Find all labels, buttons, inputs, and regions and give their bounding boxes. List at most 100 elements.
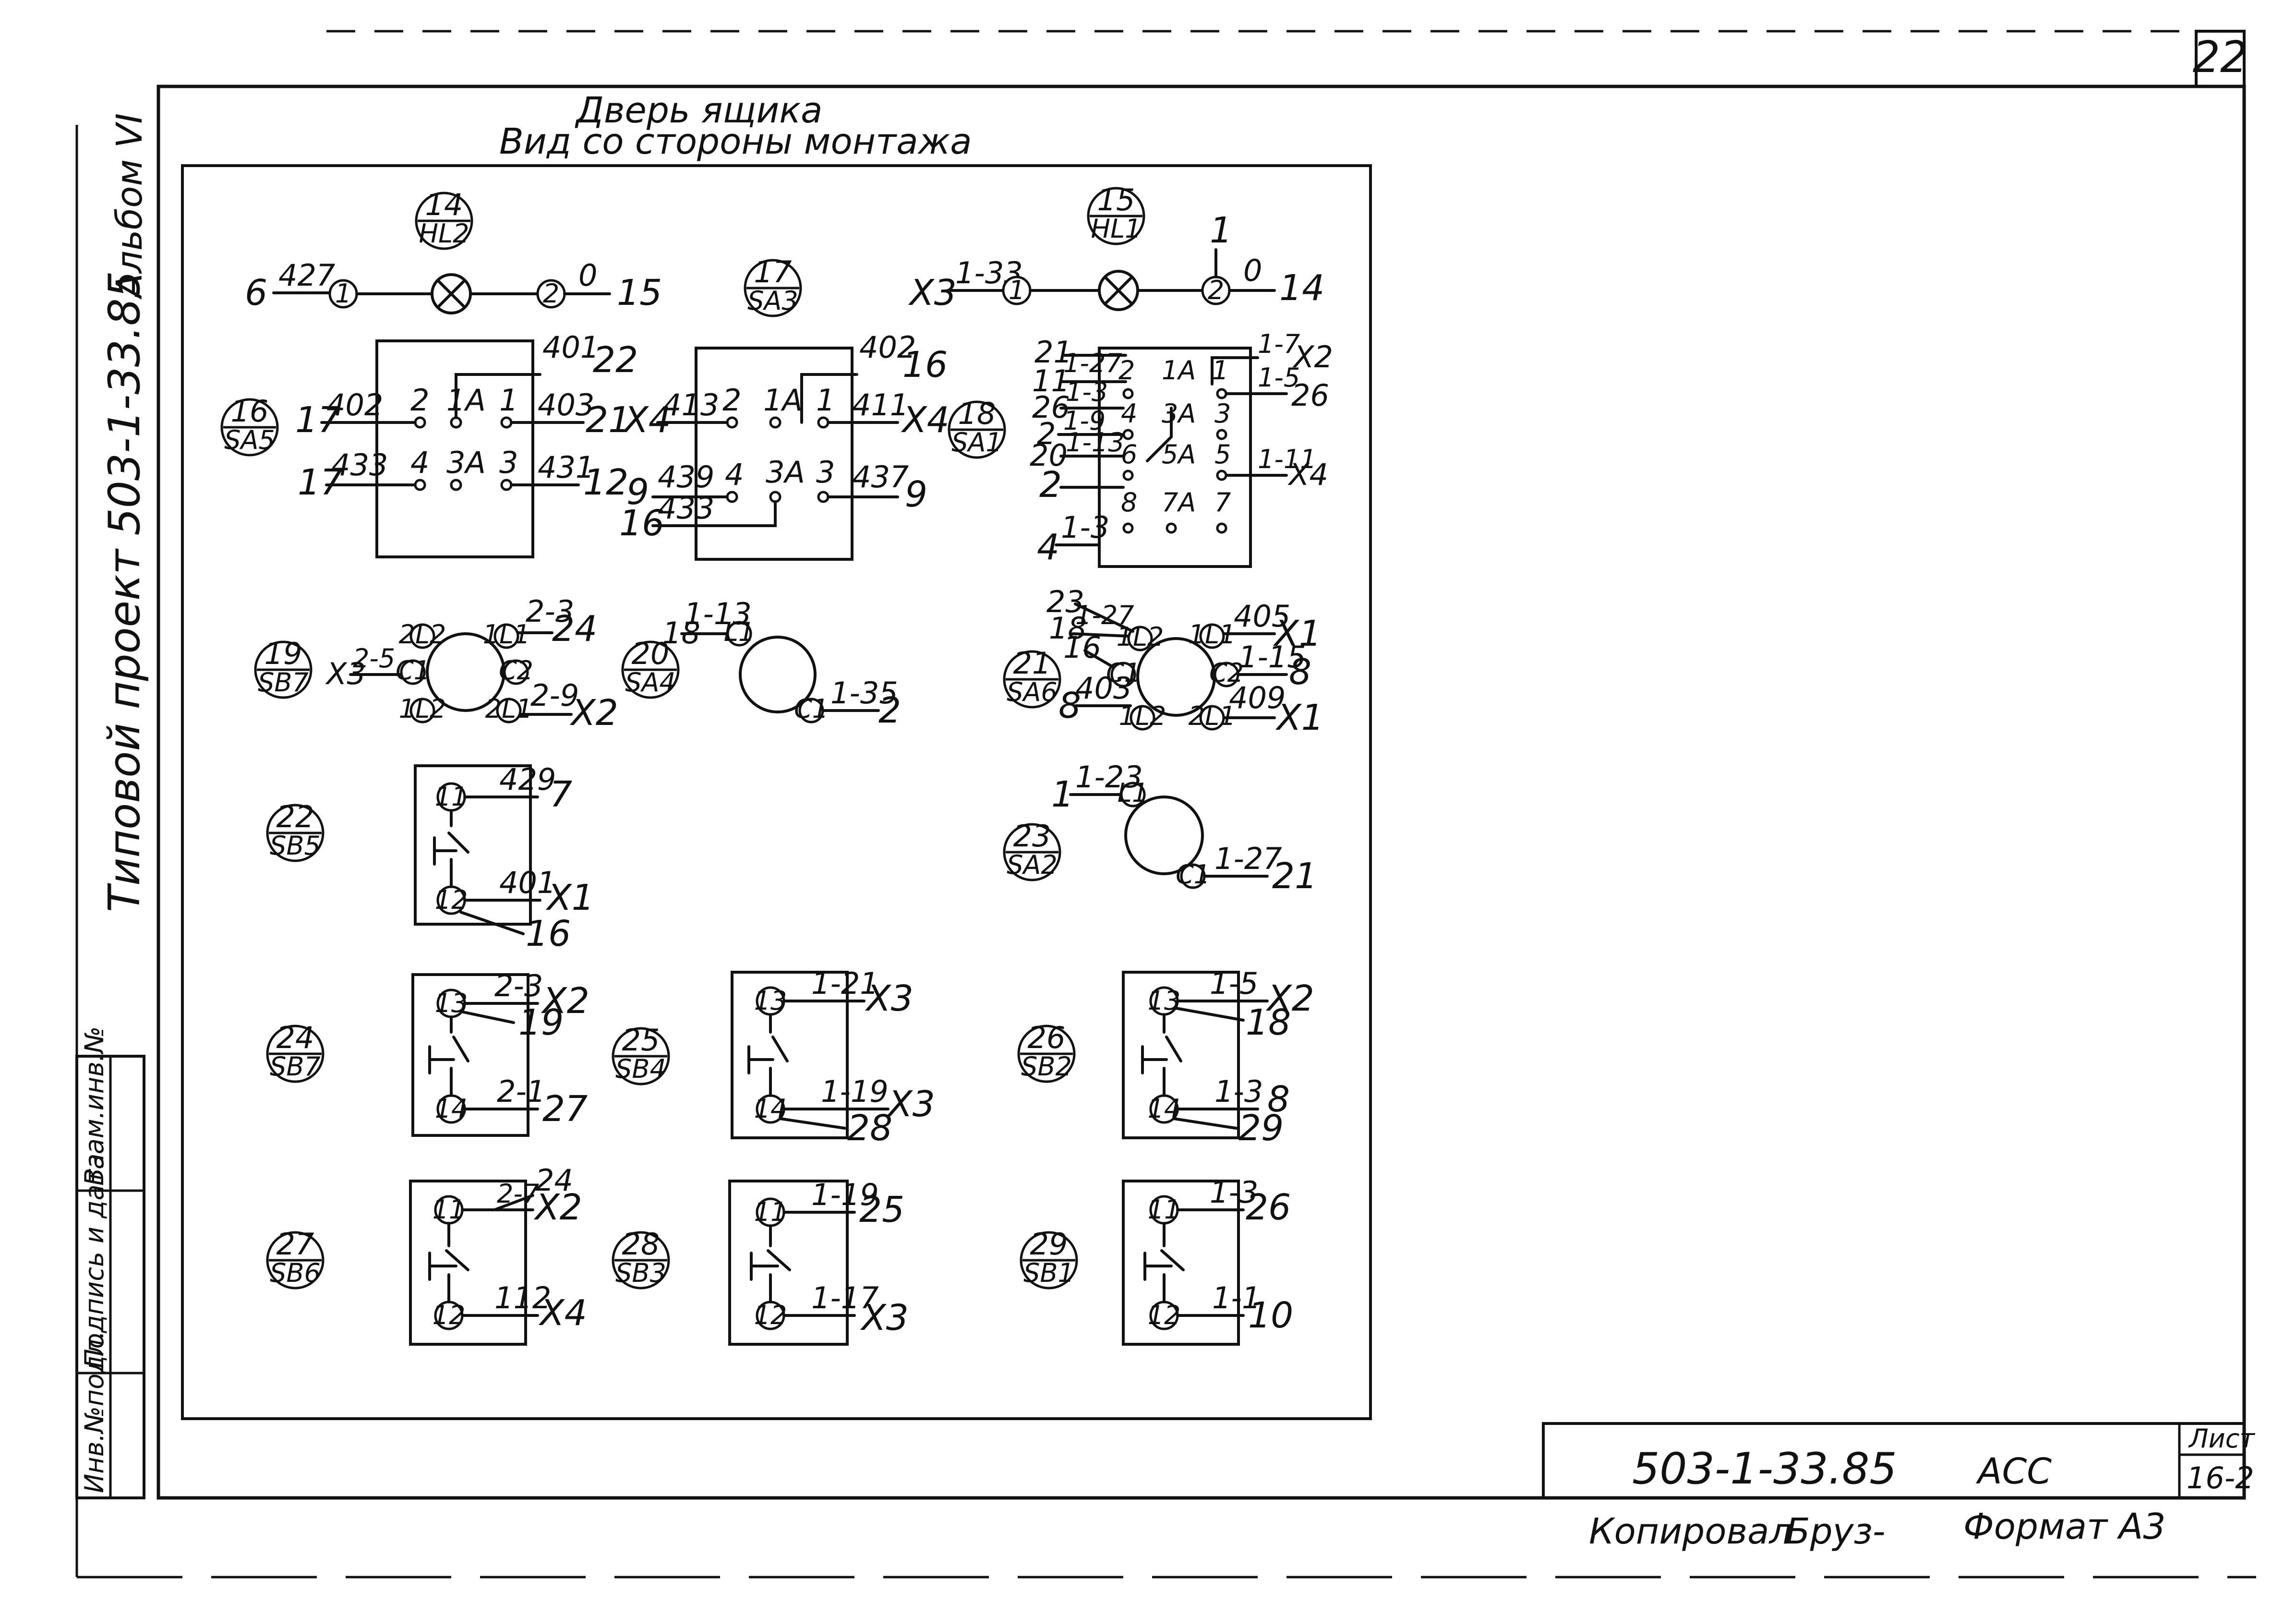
position-number: 21: [1013, 646, 1051, 681]
wire-number: 402: [859, 330, 916, 365]
wire-number: 1-19: [811, 1177, 879, 1212]
terminal-label: 2L1: [1189, 701, 1236, 731]
contact: [1216, 522, 1227, 534]
pushbutton-symbol: [428, 1015, 469, 1097]
terminal-label: C1: [1176, 859, 1210, 890]
contact-number: 3А: [446, 445, 486, 480]
position-number: 24: [276, 1020, 314, 1055]
wire-number: 1-17: [811, 1280, 879, 1315]
wire-end: 12: [583, 462, 628, 503]
wire-number: 2-7: [497, 1179, 539, 1209]
button-body: [728, 1180, 849, 1346]
button-sb2: 26 SB2 13 14 1-5 X2 18 1-3 8 29: [1017, 966, 1314, 1149]
terminal: [400, 659, 426, 685]
position-circle: [254, 640, 313, 699]
terminal: [1110, 662, 1136, 687]
wire-end: X3: [860, 1297, 909, 1339]
wire-number: 1-1: [1212, 1280, 1261, 1315]
position-circle: [266, 1025, 325, 1083]
contact: [1216, 429, 1227, 440]
wire-number: 403: [538, 387, 594, 422]
contact-number: 3А: [1162, 398, 1196, 429]
terminal-label: C1: [1106, 658, 1141, 688]
jumper: [800, 373, 858, 424]
button-body: [411, 973, 529, 1137]
wire-end: 8: [1267, 1079, 1290, 1120]
position-number: 15: [1097, 182, 1135, 217]
sheet-header: Лист: [2188, 1423, 2255, 1454]
stamp-inv-label: Инв.№подл.: [79, 1331, 109, 1493]
contact-number: 7: [1214, 487, 1231, 518]
wire-end: X1: [1273, 613, 1322, 654]
terminal: [496, 698, 522, 724]
wire-number: 427: [278, 258, 335, 293]
copied-label: Копировал: [1589, 1511, 1792, 1552]
position-number: 27: [276, 1227, 314, 1262]
pushbutton-symbol: [750, 1224, 791, 1303]
wire-number: 405: [1234, 599, 1290, 634]
wire-end: X1: [545, 877, 594, 918]
switch-sa3: 17 SA3 2 1А 1 4 3А 3 X4 413 402 16 411 X…: [619, 254, 950, 561]
wire-end: X2: [533, 1187, 582, 1228]
wire-end: 18: [1246, 1002, 1291, 1043]
wire-number: 1-5: [1258, 362, 1300, 393]
contact-number: 7А: [1162, 487, 1196, 518]
wire-end: 7: [550, 774, 572, 815]
wire: [1071, 632, 1130, 638]
wire-number: 401: [499, 865, 556, 900]
wire: [493, 1194, 534, 1211]
device-designator: SA2: [1007, 850, 1058, 880]
terminal-number: 11: [433, 1194, 466, 1225]
wire-end: 23: [1046, 584, 1084, 619]
wire-end: X4: [901, 399, 950, 441]
terminal: [493, 623, 519, 649]
button-sb1: 29 SB1 11 12 1-3 26 1-1 10: [1020, 1175, 1293, 1346]
wire-number: 2-5: [353, 643, 395, 674]
terminal-number: 12: [435, 885, 468, 915]
terminal: [1127, 626, 1153, 651]
wire: [1175, 1007, 1245, 1022]
terminal-number: 13: [754, 986, 787, 1016]
position-number: 23: [1013, 819, 1051, 854]
wire-number: 1-3: [1066, 377, 1108, 407]
jumper: [1211, 356, 1259, 386]
wire-number: 1-3: [1210, 1175, 1258, 1210]
device-designator: SB3: [615, 1258, 666, 1288]
button-body: [731, 971, 849, 1139]
switch-sa1: 18 SA1 2 1А 1 4 3А 3 6 5А 5 8 7А 7 21 1-…: [948, 329, 1333, 568]
wire-end: 4: [1037, 527, 1059, 568]
contact-number: 3: [499, 445, 518, 480]
position-number: 26: [1028, 1020, 1066, 1055]
position-circle: [1003, 650, 1061, 709]
wire-end: 9: [626, 471, 649, 513]
jumper: [1146, 407, 1173, 462]
pushbutton-symbol: [1143, 1222, 1185, 1303]
wire-end: 17: [298, 462, 343, 503]
lamp-cross: [1104, 276, 1133, 305]
wire: [462, 1011, 515, 1024]
contact: [769, 416, 781, 429]
wire-end: X4: [622, 399, 671, 441]
wire-number: 2-9: [530, 678, 579, 713]
device-designator: SB1: [1023, 1258, 1074, 1288]
terminal-number: 11: [1148, 1194, 1181, 1225]
wire-number: 112: [494, 1280, 551, 1315]
pushbutton-symbol: [1141, 1013, 1182, 1097]
device-designator: SB5: [270, 831, 321, 861]
terminal-label: 1L2: [399, 694, 446, 724]
jumper: [455, 373, 541, 419]
position-number: 17: [754, 254, 792, 289]
position-circle: [266, 804, 325, 862]
wire-end: 16: [1063, 630, 1101, 665]
wire-number: 437: [852, 459, 909, 494]
wire-number: 1-27: [1063, 348, 1122, 378]
wire-number: 0: [578, 258, 597, 293]
contact: [1122, 429, 1134, 440]
terminal: [409, 623, 435, 649]
wire-end: 2: [1037, 416, 1056, 451]
contact-number: 6: [1121, 439, 1137, 470]
position-circle: [415, 192, 473, 250]
switch-body: [695, 347, 853, 561]
door-outline: [181, 164, 1372, 1420]
